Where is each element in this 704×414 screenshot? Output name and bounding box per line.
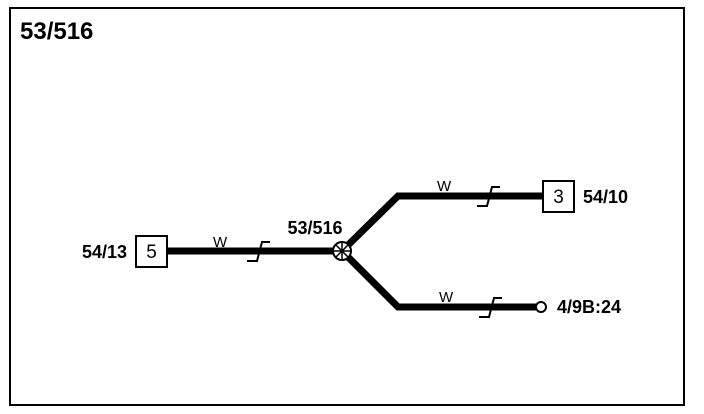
splice-icon	[332, 241, 352, 261]
upper-connector-ref: 54/10	[583, 187, 628, 207]
left-connector-ref: 54/13	[82, 242, 127, 262]
wire-color-lower: W	[439, 289, 454, 306]
wire-lower-segment	[339, 248, 536, 311]
left-connector-pin: 5	[146, 242, 157, 263]
wire-upper-segment	[339, 192, 543, 254]
wire-color-upper: W	[437, 178, 452, 195]
wire-break-symbol-left	[247, 241, 270, 262]
wire-break-symbol-upper	[477, 186, 500, 207]
lower-terminal-icon	[535, 301, 547, 313]
upper-connector-pin-box	[542, 180, 575, 213]
upper-connector-pin: 3	[553, 187, 564, 208]
lower-terminal-ref: 4/9B:24	[557, 297, 621, 317]
left-connector-pin-box	[135, 235, 168, 268]
wire-color-left: W	[213, 234, 228, 251]
diagram-title: 53/516	[20, 18, 93, 45]
splice-label: 53/516	[287, 218, 342, 238]
wire-break-symbol-lower	[479, 297, 502, 318]
